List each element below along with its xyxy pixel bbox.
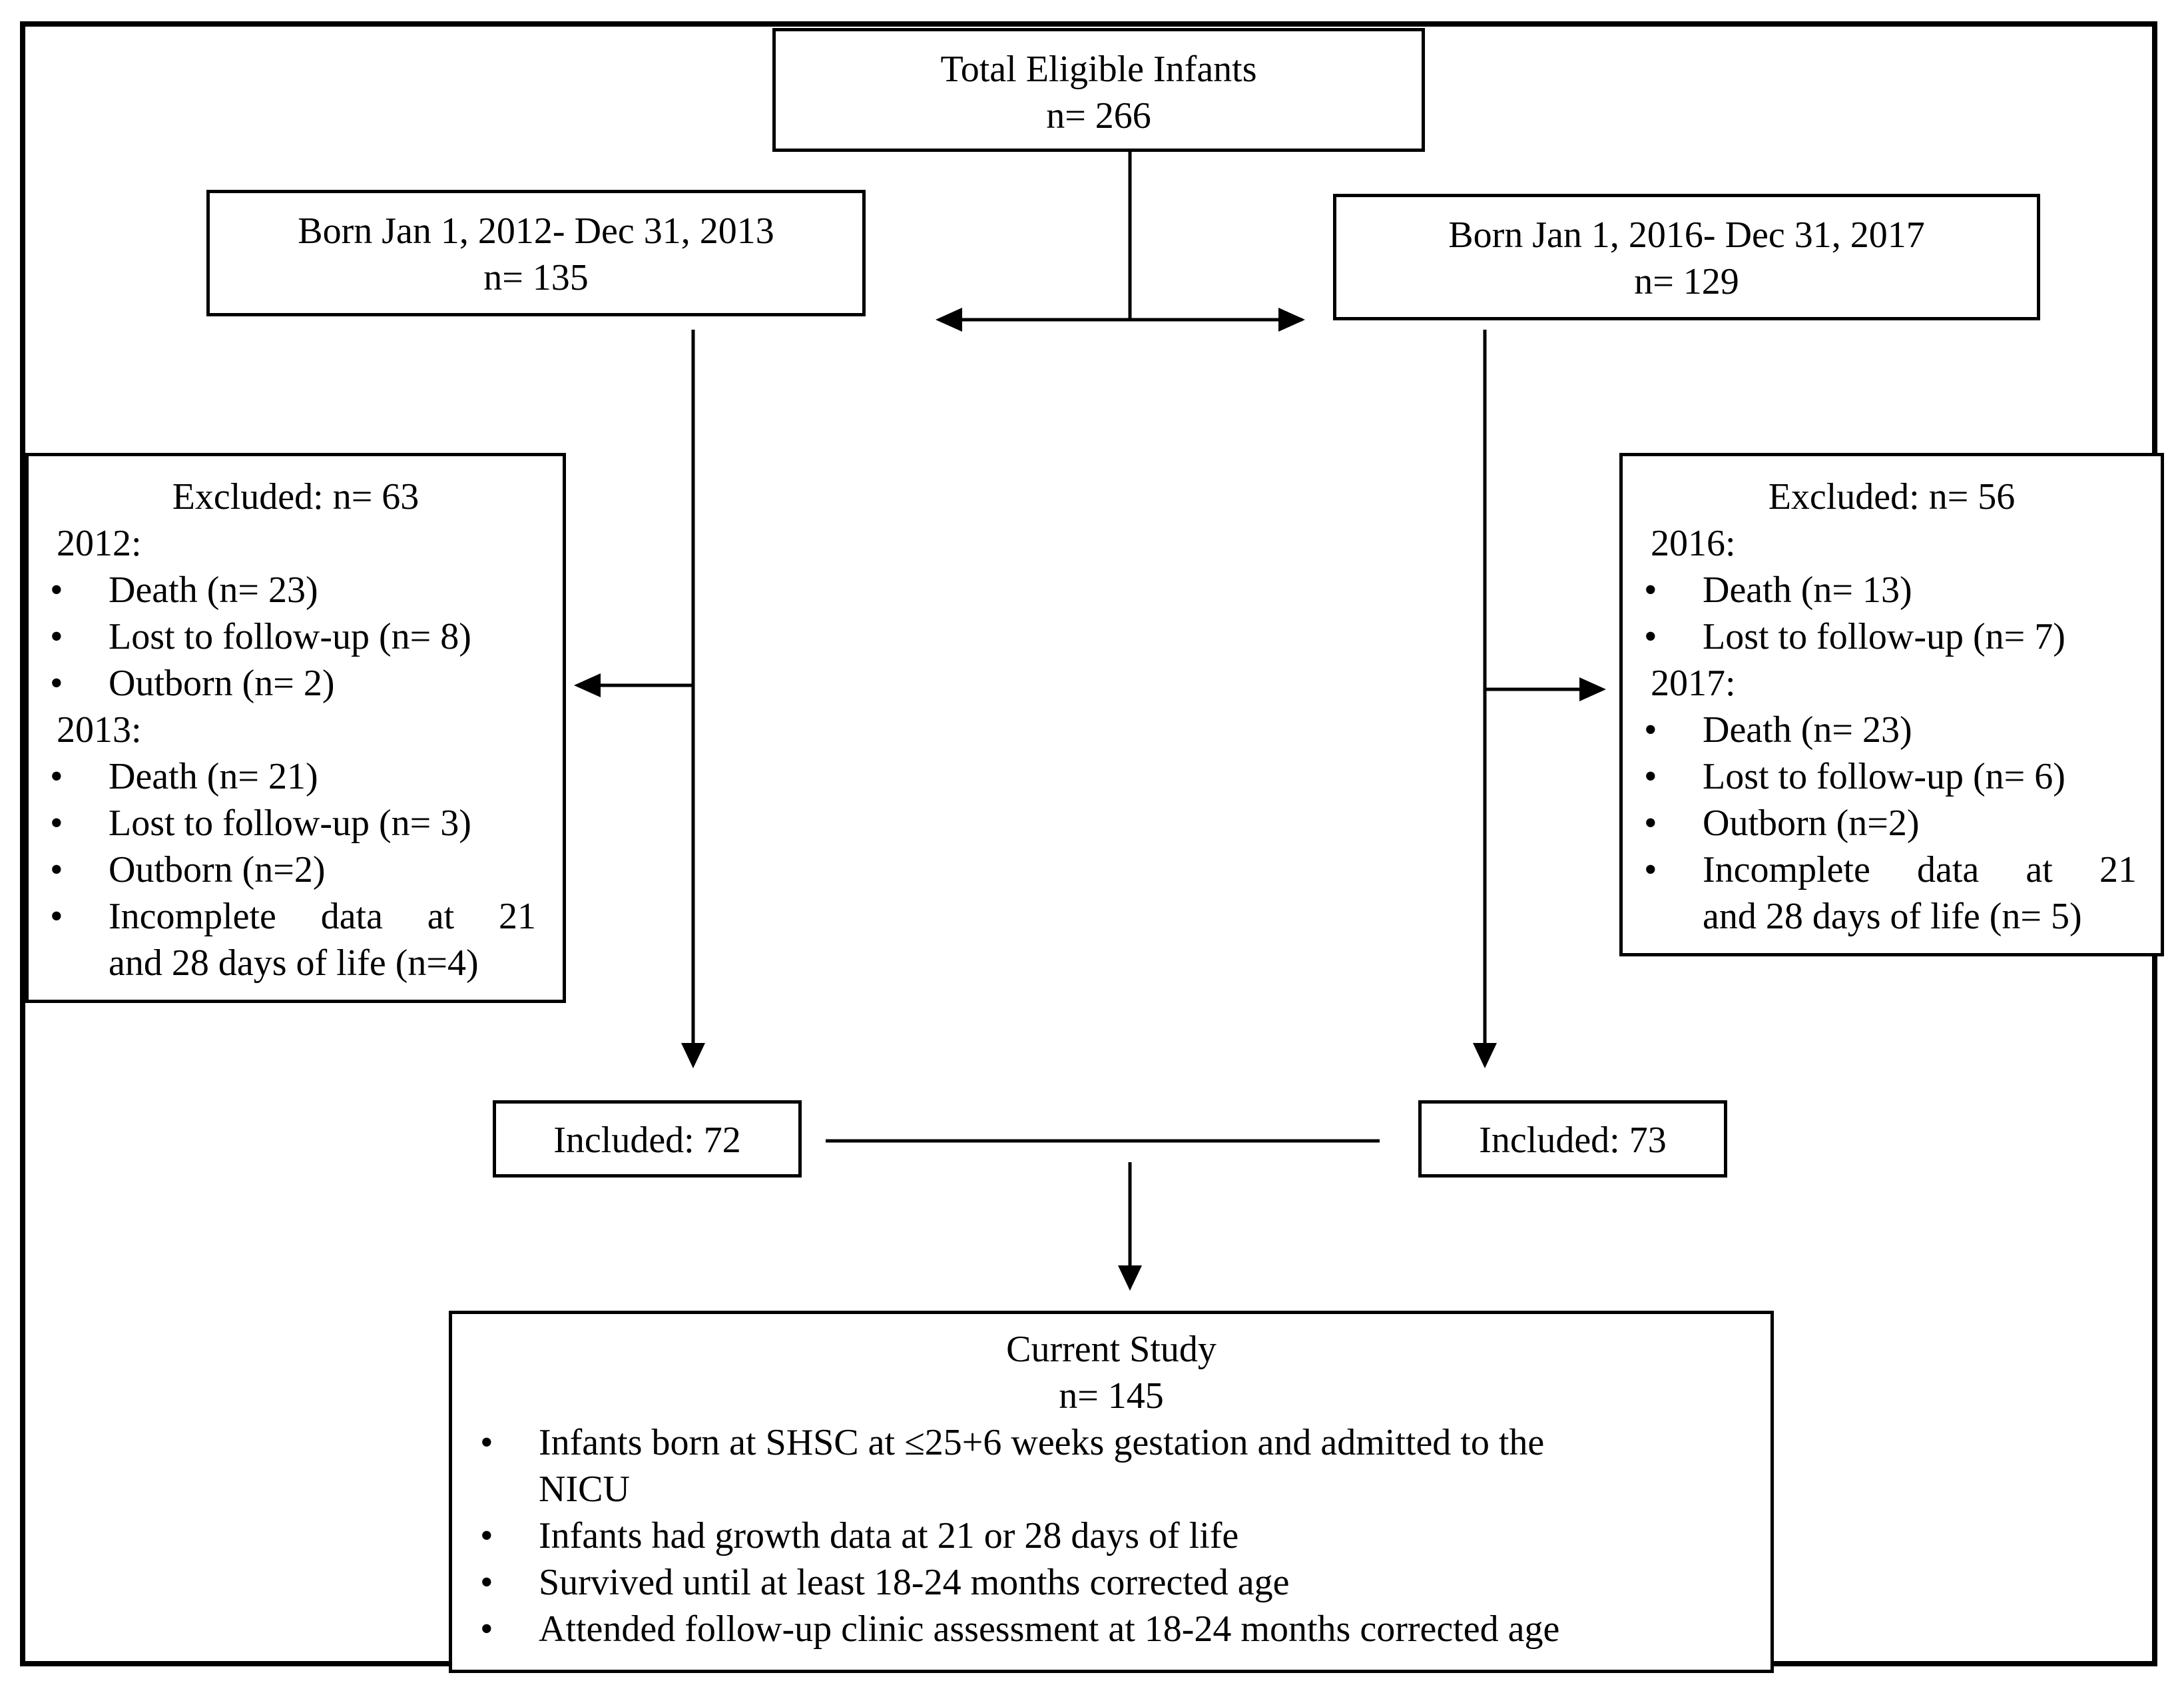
- cohort-2012-box: Born Jan 1, 2012- Dec 31, 2013 n= 135: [206, 190, 866, 316]
- word: data: [1917, 849, 1980, 890]
- list-item: Survived until at least 18-24 months cor…: [459, 1559, 1771, 1606]
- list-item: Outborn (n=2): [29, 847, 563, 893]
- list-item: Outborn (n=2): [1623, 800, 2161, 847]
- cohort-2016-box: Born Jan 1, 2016- Dec 31, 2017 n= 129: [1333, 194, 2040, 320]
- list-item: Infants born at SHSC at ≤25+6 weeks gest…: [459, 1419, 1771, 1513]
- incomplete-line-1: Incomplete data at 21: [109, 893, 536, 940]
- excluded-right-2016-list: Death (n= 13) Lost to follow-up (n= 7): [1623, 567, 2161, 660]
- word: 21: [498, 896, 536, 937]
- list-item: Death (n= 23): [29, 567, 563, 613]
- arrowhead-left-included: [681, 1043, 705, 1068]
- arrowhead-right-exclusion: [1579, 677, 1606, 701]
- word: Incomplete: [109, 896, 276, 937]
- cohort-2012-count: n= 135: [483, 257, 589, 298]
- arrowhead-split-left: [936, 308, 962, 332]
- excluded-right-year-2016: 2016:: [1651, 523, 1736, 564]
- included-right-box: Included: 73: [1418, 1100, 1727, 1178]
- criteria-line: Infants born at SHSC at ≤25+6 weeks gest…: [539, 1422, 1545, 1463]
- excluded-left-2012-list: Death (n= 23) Lost to follow-up (n= 8) O…: [29, 567, 563, 707]
- word: 21: [2099, 849, 2137, 890]
- total-eligible-box: Total Eligible Infants n= 266: [772, 28, 1425, 152]
- current-study-title: Current Study: [1006, 1329, 1217, 1370]
- list-item: Outborn (n= 2): [29, 660, 563, 707]
- current-study-box: Current Study n= 145 Infants born at SHS…: [449, 1311, 1774, 1673]
- word: data: [320, 896, 383, 937]
- cohort-2016-count: n= 129: [1634, 261, 1739, 302]
- incomplete-line-2: and 28 days of life (n= 5): [1703, 896, 2082, 937]
- excluded-left-box: Excluded: n= 63 2012: Death (n= 23) Lost…: [25, 453, 566, 1003]
- list-item: Lost to follow-up (n= 8): [29, 613, 563, 660]
- word: at: [2026, 849, 2053, 890]
- list-item: Death (n= 21): [29, 753, 563, 800]
- included-left-label: Included: 72: [553, 1120, 741, 1161]
- excluded-right-year-2017: 2017:: [1651, 663, 1736, 704]
- current-study-criteria: Infants born at SHSC at ≤25+6 weeks gest…: [459, 1419, 1771, 1652]
- total-eligible-title: Total Eligible Infants: [940, 49, 1257, 90]
- arrowhead-left-exclusion: [574, 673, 601, 697]
- excluded-left-title: Excluded: n= 63: [172, 476, 419, 517]
- arrowhead-study: [1118, 1265, 1142, 1291]
- total-eligible-count: n= 266: [1046, 95, 1151, 137]
- list-item: Death (n= 23): [1623, 707, 2161, 753]
- incomplete-line-2: and 28 days of life (n=4): [109, 942, 479, 984]
- list-item: Incomplete data at 21 and 28 days of lif…: [1623, 847, 2161, 940]
- excluded-left-2013-list: Death (n= 21) Lost to follow-up (n= 3) O…: [29, 753, 563, 986]
- list-item: Lost to follow-up (n= 3): [29, 800, 563, 847]
- incomplete-line-1: Incomplete data at 21: [1703, 847, 2137, 893]
- list-item: Infants had growth data at 21 or 28 days…: [459, 1513, 1771, 1559]
- included-left-box: Included: 72: [493, 1100, 802, 1178]
- word: Incomplete: [1703, 849, 1870, 890]
- cohort-2016-title: Born Jan 1, 2016- Dec 31, 2017: [1448, 214, 1925, 256]
- arrowhead-split-right: [1278, 308, 1305, 332]
- excluded-left-year-2012: 2012:: [57, 523, 142, 564]
- cohort-2012-title: Born Jan 1, 2012- Dec 31, 2013: [298, 210, 774, 252]
- current-study-count: n= 145: [1059, 1375, 1164, 1417]
- excluded-right-title: Excluded: n= 56: [1768, 476, 2016, 517]
- word: at: [427, 896, 455, 937]
- list-item: Attended follow-up clinic assessment at …: [459, 1606, 1771, 1652]
- criteria-line: NICU: [539, 1469, 630, 1510]
- excluded-right-box: Excluded: n= 56 2016: Death (n= 13) Lost…: [1619, 453, 2164, 956]
- list-item: Lost to follow-up (n= 7): [1623, 613, 2161, 660]
- list-item: Lost to follow-up (n= 6): [1623, 753, 2161, 800]
- list-item: Incomplete data at 21 and 28 days of lif…: [29, 893, 563, 986]
- excluded-right-2017-list: Death (n= 23) Lost to follow-up (n= 6) O…: [1623, 707, 2161, 940]
- list-item: Death (n= 13): [1623, 567, 2161, 613]
- included-right-label: Included: 73: [1479, 1120, 1667, 1161]
- arrowhead-right-included: [1473, 1043, 1497, 1068]
- excluded-left-year-2013: 2013:: [57, 709, 142, 751]
